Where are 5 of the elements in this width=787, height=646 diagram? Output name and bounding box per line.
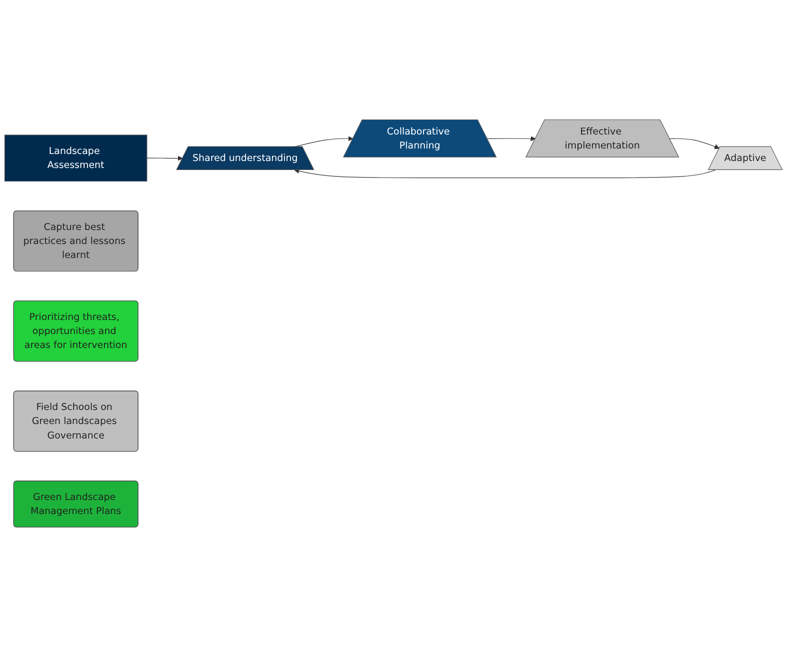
arrow <box>146 155 183 160</box>
arrow <box>669 138 720 149</box>
arrow <box>486 136 536 141</box>
node-box: Landscape Assessment <box>4 134 148 182</box>
arrow <box>294 168 716 178</box>
